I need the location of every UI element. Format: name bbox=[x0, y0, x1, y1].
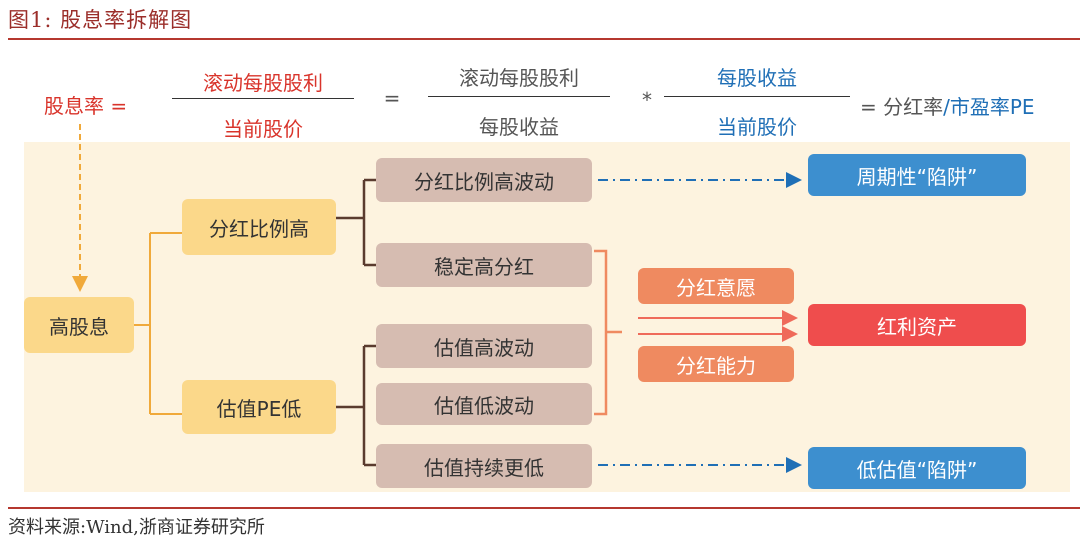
equals-sign: = bbox=[383, 86, 401, 110]
formula-lhs: 股息率 = bbox=[44, 94, 128, 118]
frac3-bar bbox=[664, 96, 850, 97]
frac1-bar bbox=[172, 98, 354, 99]
node-high-dividend: 高股息 bbox=[24, 297, 134, 353]
frac2-denominator: 每股收益 bbox=[479, 115, 559, 139]
frac3-numerator: 每股收益 bbox=[717, 66, 797, 90]
frac1-denominator: 当前股价 bbox=[223, 117, 303, 141]
bottom-rule bbox=[8, 507, 1080, 509]
outcome-low-valuation-trap: 低估值“陷阱” bbox=[808, 447, 1026, 489]
reason-capacity: 分红能力 bbox=[638, 346, 794, 382]
frac1-numerator: 滚动每股股利 bbox=[203, 71, 323, 95]
leaf-payout-volatile: 分红比例高波动 bbox=[376, 158, 592, 202]
outcome-dividend-assets: 红利资产 bbox=[808, 304, 1026, 346]
frac3-denominator: 当前股价 bbox=[717, 115, 797, 139]
outcome-cyclical-trap: 周期性“陷阱” bbox=[808, 154, 1026, 196]
leaf-valuation-stable: 估值低波动 bbox=[376, 383, 592, 425]
source-note: 资料来源:Wind,浙商证券研究所 bbox=[8, 517, 265, 538]
node-low-pe: 估值PE低 bbox=[182, 380, 336, 434]
leaf-stable-dividend: 稳定高分红 bbox=[376, 243, 592, 287]
leaf-valuation-lower: 估值持续更低 bbox=[376, 444, 592, 488]
figure-title: 图1: 股息率拆解图 bbox=[8, 8, 193, 32]
branch-b-bracket bbox=[336, 344, 376, 467]
multiply-sign: * bbox=[642, 88, 652, 112]
good-path-bracket bbox=[594, 249, 622, 416]
result-payout-ratio: = 分红率 bbox=[860, 95, 944, 119]
reason-willingness: 分红意愿 bbox=[638, 268, 794, 304]
result-pe-ratio: /市盈率PE bbox=[943, 95, 1035, 119]
frac2-bar bbox=[428, 96, 610, 97]
frac2-numerator: 滚动每股股利 bbox=[459, 66, 579, 90]
root-bracket bbox=[134, 232, 182, 415]
leaf-valuation-volatile: 估值高波动 bbox=[376, 324, 592, 368]
formula-result: = 分红率/市盈率PE bbox=[860, 91, 1035, 120]
top-rule bbox=[8, 38, 1080, 40]
branch-a-bracket bbox=[336, 178, 376, 267]
node-high-payout: 分红比例高 bbox=[182, 199, 336, 255]
